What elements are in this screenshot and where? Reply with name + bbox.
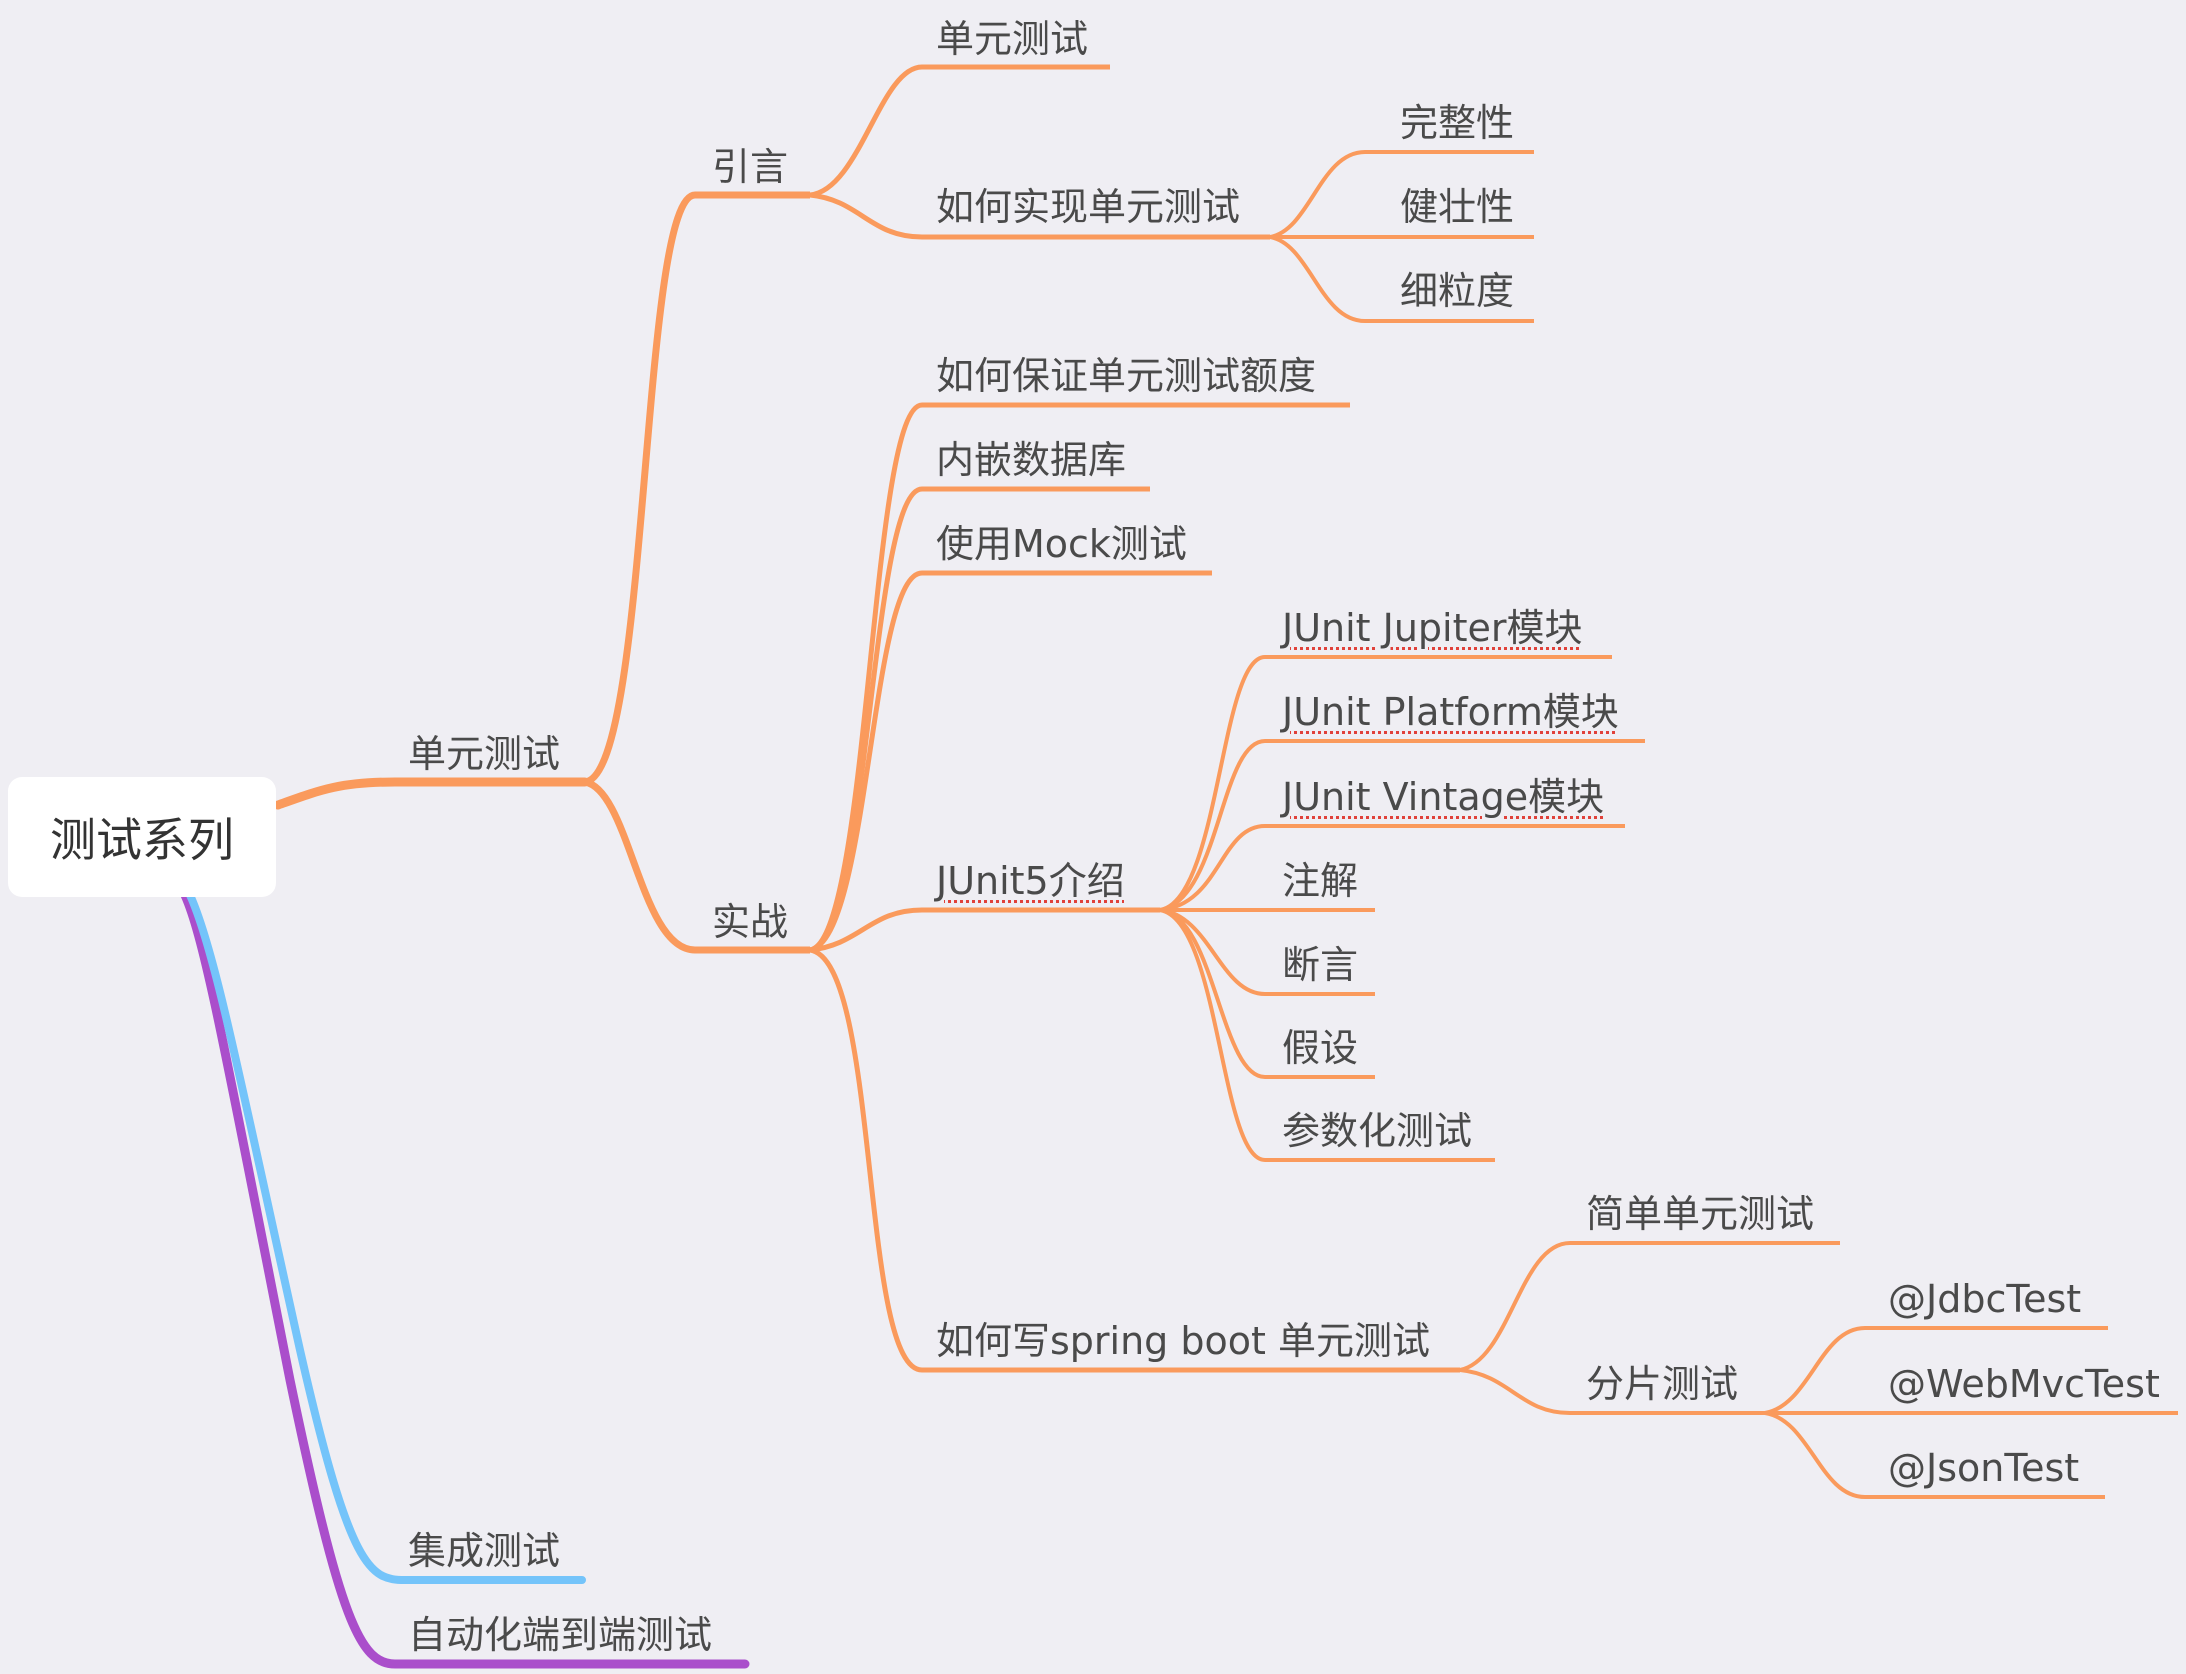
topic-intro-unit-testing[interactable]: 单元测试: [936, 17, 1089, 61]
topic-assumptions[interactable]: 假设: [1282, 1026, 1359, 1070]
topic-mock[interactable]: 使用Mock测试: [936, 522, 1187, 566]
topic-junit-vintage[interactable]: JUnit Vintage模块: [1282, 775, 1605, 819]
edge-intro-how: [809, 192, 1270, 240]
edge-root-integration: [186, 891, 586, 1584]
topic-simple-unit[interactable]: 简单单元测试: [1586, 1192, 1815, 1236]
topic-robustness[interactable]: 健壮性: [1400, 185, 1515, 229]
topic-spring-boot[interactable]: 如何写spring boot 单元测试: [936, 1319, 1430, 1363]
topic-slice-testing[interactable]: 分片测试: [1586, 1362, 1739, 1406]
edge-junit5-assumptions: [1159, 908, 1375, 1079]
topic-intro[interactable]: 引言: [712, 145, 789, 189]
edge-how-complete: [1269, 150, 1534, 239]
edge-intro-unit: [809, 64, 1110, 198]
edge-slice-json: [1764, 1411, 2105, 1499]
edge-how-granularity: [1269, 235, 1534, 323]
topic-coverage[interactable]: 如何保证单元测试额度: [936, 354, 1317, 398]
topic-jdbc-test[interactable]: @JdbcTest: [1888, 1277, 2082, 1321]
topic-junit-platform[interactable]: JUnit Platform模块: [1282, 690, 1619, 734]
edge-junit5-parameterized: [1159, 908, 1495, 1162]
topic-json-test[interactable]: @JsonTest: [1888, 1446, 2080, 1490]
topic-assertions[interactable]: 断言: [1282, 943, 1359, 987]
edge-root-unit: [273, 777, 590, 810]
edge-unit-intro: [583, 191, 810, 786]
topic-integration[interactable]: 集成测试: [408, 1529, 561, 1573]
topic-practice[interactable]: 实战: [712, 900, 789, 944]
edge-slice-jdbc: [1764, 1326, 2108, 1415]
topic-unit-testing[interactable]: 单元测试: [408, 732, 561, 776]
topic-completeness[interactable]: 完整性: [1400, 101, 1515, 145]
edge-junit5-vintage: [1159, 824, 1625, 912]
topic-how-to-implement[interactable]: 如何实现单元测试: [936, 185, 1241, 229]
topic-junit5[interactable]: JUnit5介绍: [936, 859, 1125, 903]
edge-practice-junit5: [809, 907, 1160, 953]
edge-root-e2e: [180, 890, 750, 1669]
edge-springboot-simple: [1459, 1241, 1840, 1372]
topic-embedded-db[interactable]: 内嵌数据库: [936, 438, 1127, 482]
topic-granularity[interactable]: 细粒度: [1400, 269, 1515, 313]
topic-webmvc-test[interactable]: @WebMvcTest: [1888, 1362, 2160, 1406]
edge-practice-mock: [809, 570, 1212, 953]
edge-junit5-jupiter: [1159, 655, 1612, 912]
edge-practice-springboot: [809, 947, 1460, 1373]
edge-unit-practice: [583, 778, 810, 954]
topic-parameterized[interactable]: 参数化测试: [1282, 1109, 1473, 1153]
edge-junit5-platform: [1159, 739, 1645, 912]
topic-junit-jupiter[interactable]: JUnit Jupiter模块: [1282, 606, 1583, 650]
edge-springboot-slice: [1459, 1368, 1765, 1415]
topic-e2e[interactable]: 自动化端到端测试: [408, 1613, 713, 1657]
topic-annotations[interactable]: 注解: [1282, 859, 1359, 903]
root-topic[interactable]: 测试系列: [8, 777, 276, 897]
